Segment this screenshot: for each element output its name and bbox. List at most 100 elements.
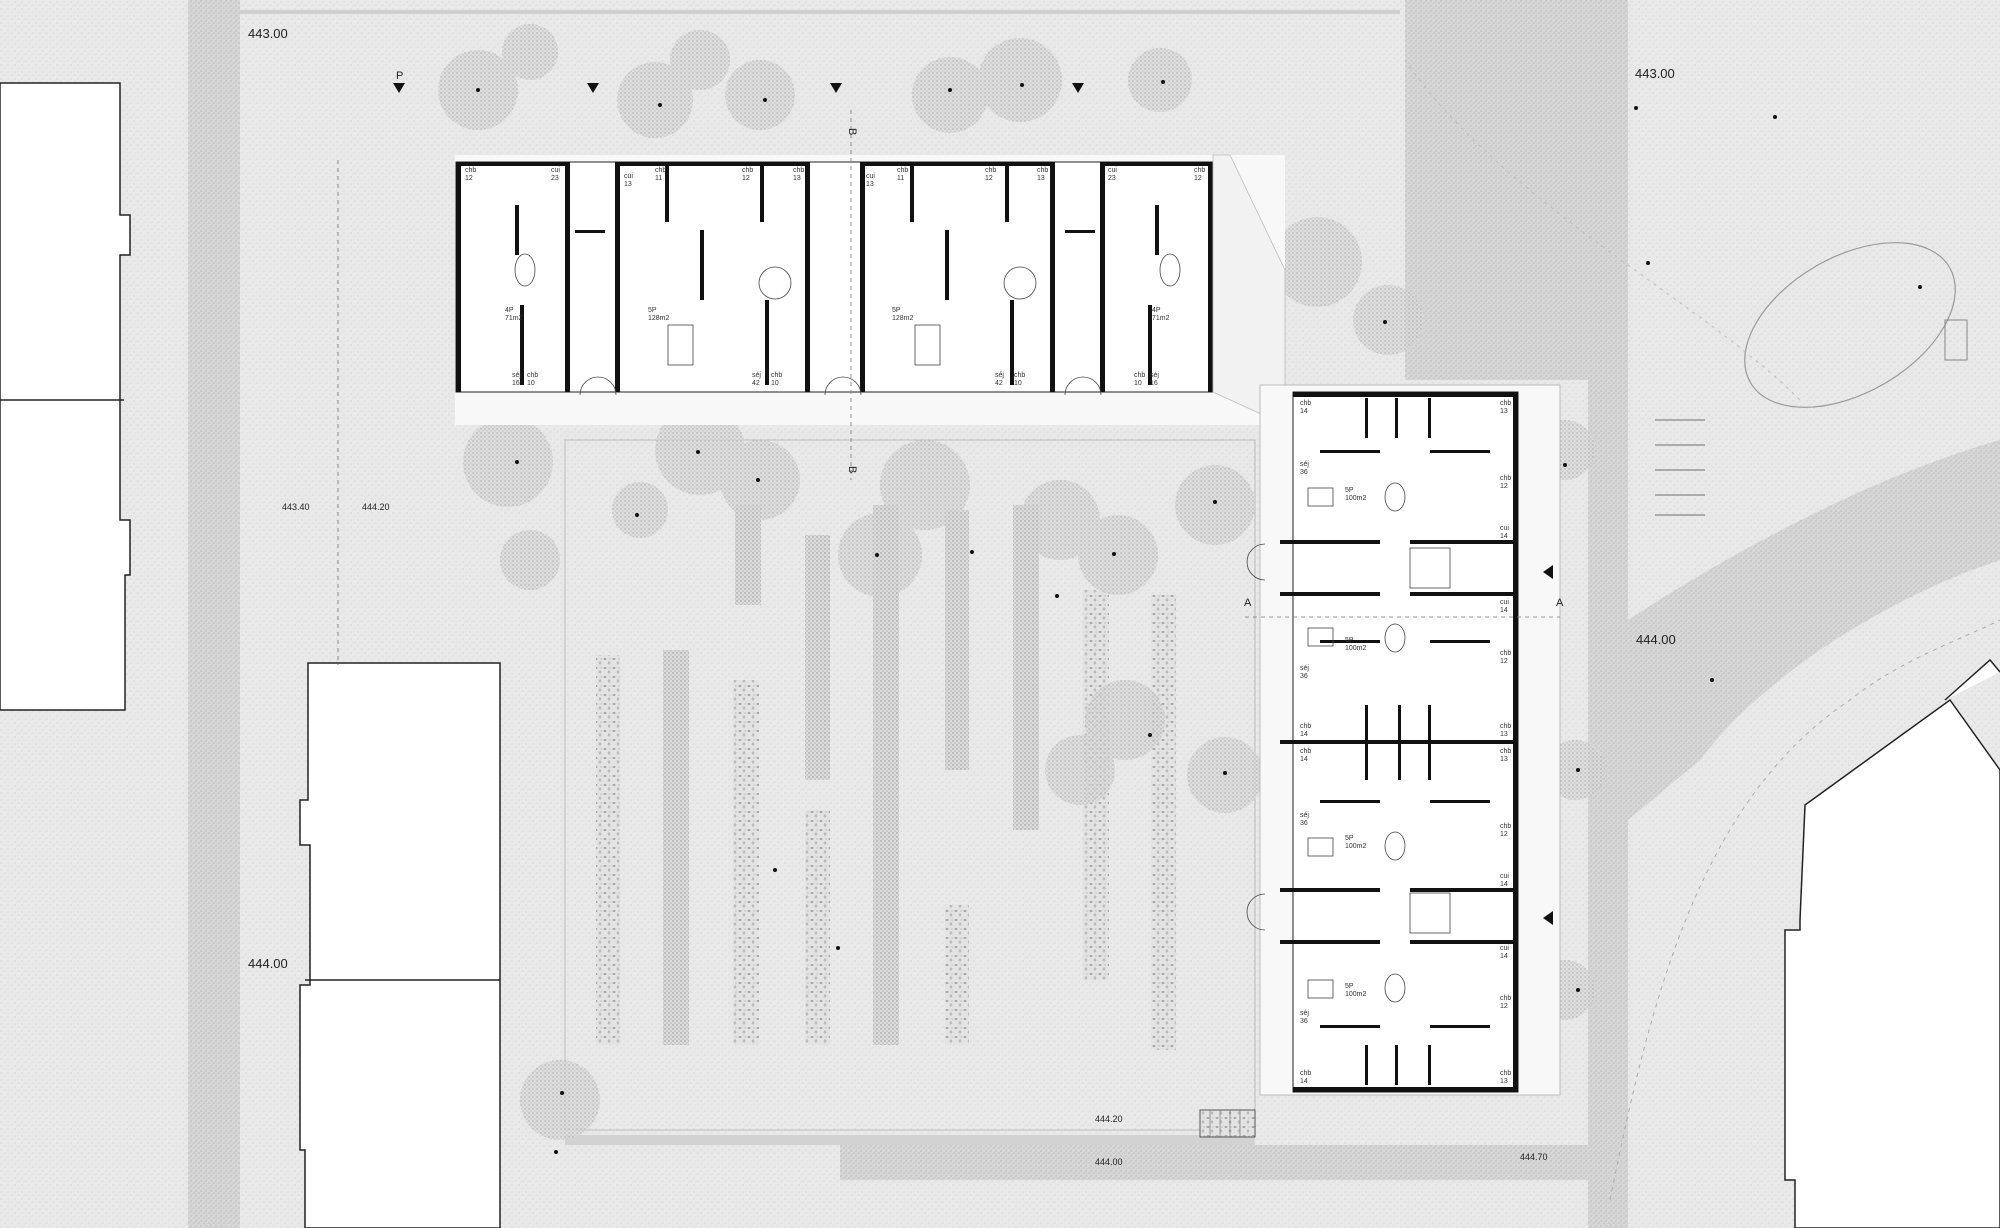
svg-text:10: 10 xyxy=(527,380,535,387)
svg-text:13: 13 xyxy=(1500,1078,1508,1085)
svg-text:cui: cui xyxy=(1500,873,1509,880)
elevation-label-ne: 443.00 xyxy=(1635,66,1675,81)
elevation-label-south-c: 444.70 xyxy=(1520,1152,1548,1162)
svg-text:13: 13 xyxy=(1500,756,1508,763)
svg-text:chb: chb xyxy=(1037,167,1048,174)
svg-text:100m2: 100m2 xyxy=(1345,495,1367,502)
svg-text:13: 13 xyxy=(1500,408,1508,415)
south-path xyxy=(840,1145,1600,1180)
svg-text:12: 12 xyxy=(742,175,750,182)
elevation-label-east: 444.00 xyxy=(1636,632,1676,647)
north-unit-1: chb 12 cui 23 séj 16 chb 10 4P 71m2 xyxy=(465,167,560,387)
svg-text:chb: chb xyxy=(793,167,804,174)
curb-north xyxy=(240,10,1400,14)
svg-text:chb: chb xyxy=(1300,723,1311,730)
east-unit-3: chb 14 chb 13 séj 36 chb 12 cui 14 5P 10… xyxy=(1300,748,1511,888)
svg-text:chb: chb xyxy=(1500,1070,1511,1077)
svg-text:10: 10 xyxy=(771,380,779,387)
svg-text:14: 14 xyxy=(1500,953,1508,960)
svg-text:71m2: 71m2 xyxy=(505,315,523,322)
svg-text:chb: chb xyxy=(1134,372,1145,379)
svg-text:cui: cui xyxy=(624,173,633,180)
parking-marker: P xyxy=(396,70,403,82)
svg-text:36: 36 xyxy=(1300,469,1308,476)
svg-text:23: 23 xyxy=(551,175,559,182)
east-unit-4: cui 14 séj 36 chb 12 chb 14 chb 13 5P 10… xyxy=(1300,945,1511,1085)
svg-text:128m2: 128m2 xyxy=(892,315,914,322)
section-lines xyxy=(337,110,1560,665)
svg-text:14: 14 xyxy=(1300,408,1308,415)
svg-text:16: 16 xyxy=(512,380,520,387)
svg-text:100m2: 100m2 xyxy=(1345,843,1367,850)
svg-text:12: 12 xyxy=(1500,1003,1508,1010)
svg-text:42: 42 xyxy=(995,380,1003,387)
svg-text:5P: 5P xyxy=(648,307,657,314)
svg-text:14: 14 xyxy=(1500,881,1508,888)
elevation-label-south-a: 444.20 xyxy=(1095,1114,1123,1124)
neighbour-buildings xyxy=(0,82,2000,1228)
svg-text:séj: séj xyxy=(1300,665,1309,672)
north-unit-4: cui 23 chb 12 chb 10 séj 16 4P 71m2 xyxy=(1108,167,1205,387)
svg-text:12: 12 xyxy=(465,175,473,182)
svg-text:cui: cui xyxy=(1500,599,1509,606)
svg-text:16: 16 xyxy=(1150,380,1158,387)
svg-text:chb: chb xyxy=(1500,748,1511,755)
svg-text:chb: chb xyxy=(1500,823,1511,830)
svg-text:36: 36 xyxy=(1300,820,1308,827)
svg-text:cui: cui xyxy=(1108,167,1117,174)
svg-text:chb: chb xyxy=(465,167,476,174)
section-marker-a-west: A xyxy=(1244,597,1252,609)
road-curve xyxy=(1628,440,2000,820)
north-unit-2: cui 13 chb 11 chb 12 chb 13 séj 42 chb 1… xyxy=(624,167,804,387)
svg-text:chb: chb xyxy=(1500,475,1511,482)
svg-text:5P: 5P xyxy=(1345,637,1354,644)
svg-text:14: 14 xyxy=(1500,607,1508,614)
svg-text:chb: chb xyxy=(897,167,908,174)
svg-text:36: 36 xyxy=(1300,1018,1308,1025)
svg-text:13: 13 xyxy=(624,181,632,188)
svg-text:12: 12 xyxy=(1194,175,1202,182)
svg-text:14: 14 xyxy=(1300,756,1308,763)
svg-text:23: 23 xyxy=(1108,175,1116,182)
entry-arrows xyxy=(393,83,1553,925)
svg-text:chb: chb xyxy=(1500,995,1511,1002)
section-marker-b-north: B xyxy=(846,128,858,135)
svg-text:cui: cui xyxy=(551,167,560,174)
svg-text:séj: séj xyxy=(1300,812,1309,819)
road-west xyxy=(188,0,240,1228)
svg-text:128m2: 128m2 xyxy=(648,315,670,322)
svg-text:séj: séj xyxy=(1150,372,1159,379)
svg-text:séj: séj xyxy=(1300,461,1309,468)
north-unit-3: cui 13 chb 11 chb 12 chb 13 séj 42 chb 1… xyxy=(866,167,1048,387)
road-north-east xyxy=(1405,0,1590,380)
svg-text:14: 14 xyxy=(1300,731,1308,738)
svg-text:10: 10 xyxy=(1014,380,1022,387)
svg-text:71m2: 71m2 xyxy=(1152,315,1170,322)
elevation-label-west: 444.00 xyxy=(248,956,288,971)
elevation-label-south-b: 444.00 xyxy=(1095,1157,1123,1167)
svg-text:13: 13 xyxy=(1037,175,1045,182)
svg-text:5P: 5P xyxy=(892,307,901,314)
svg-text:36: 36 xyxy=(1300,673,1308,680)
svg-text:13: 13 xyxy=(1500,731,1508,738)
svg-text:chb: chb xyxy=(742,167,753,174)
svg-text:13: 13 xyxy=(866,181,874,188)
svg-text:14: 14 xyxy=(1300,1078,1308,1085)
svg-text:chb: chb xyxy=(985,167,996,174)
east-unit-2: cui 14 séj 36 chb 12 chb 14 chb 13 5P 10… xyxy=(1300,599,1511,738)
east-unit-1: chb 14 chb 13 séj 36 chb 12 cui 14 5P 10… xyxy=(1300,400,1511,540)
svg-text:chb: chb xyxy=(1014,372,1025,379)
svg-text:chb: chb xyxy=(1500,650,1511,657)
svg-text:11: 11 xyxy=(897,175,904,182)
svg-text:cui: cui xyxy=(1500,945,1509,952)
svg-text:cui: cui xyxy=(1500,525,1509,532)
section-marker-a-east: A xyxy=(1556,597,1564,609)
north-building xyxy=(455,154,1286,426)
svg-text:chb: chb xyxy=(1300,400,1311,407)
svg-text:11: 11 xyxy=(655,175,662,182)
svg-text:chb: chb xyxy=(1500,723,1511,730)
svg-text:chb: chb xyxy=(771,372,782,379)
playground xyxy=(1404,59,2000,1201)
svg-text:5P: 5P xyxy=(1345,487,1354,494)
